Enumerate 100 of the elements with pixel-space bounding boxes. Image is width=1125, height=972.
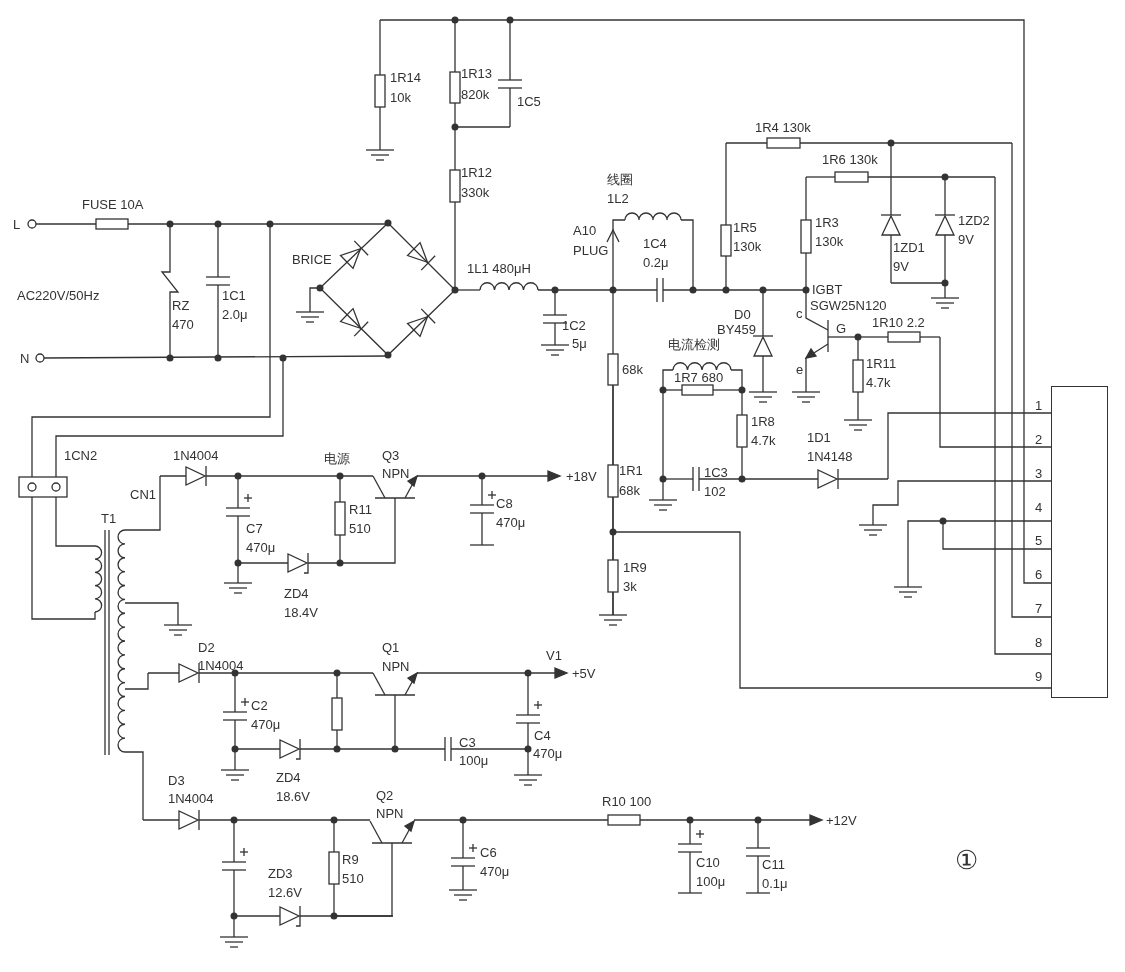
component-label: C10: [696, 855, 720, 870]
component-label: FUSE 10A: [82, 197, 144, 212]
component-label: 1R6 130k: [822, 152, 878, 167]
component-label: 820k: [461, 87, 490, 102]
component-label: 18.6V: [276, 789, 310, 804]
component-label: Q1: [382, 640, 400, 655]
voltage-label: +12V: [826, 813, 857, 828]
component-label: 1C3: [704, 465, 728, 480]
component-label: 1C2: [562, 318, 586, 333]
component-label: 4.7k: [866, 375, 891, 390]
component-label: R9: [342, 852, 359, 867]
component-label: 100μ: [459, 753, 489, 768]
component-label: R11: [349, 502, 372, 517]
figure-number: ①: [955, 846, 978, 874]
component-label: 1R4 130k: [755, 120, 811, 135]
terminal-label: N: [20, 351, 30, 366]
component-label: 1D1: [807, 430, 831, 445]
component-label: Q2: [376, 788, 394, 803]
component-label: 1R13: [461, 66, 493, 81]
component-label: 1R7 680: [674, 370, 724, 385]
component-label: 9V: [893, 259, 909, 274]
component-label: 1R5: [733, 220, 757, 235]
component-label: 1C1: [222, 288, 246, 303]
pin-number: 3: [1035, 466, 1043, 481]
pin-number: 4: [1035, 500, 1043, 515]
component-label: 102: [704, 484, 726, 499]
component-label: 1CN2: [64, 448, 98, 463]
component-label: 470μ: [246, 540, 276, 555]
component-label: 1N4004: [198, 658, 244, 673]
component-label: 510: [349, 521, 371, 536]
annotation: 电源: [324, 451, 350, 466]
component-label: 1R12: [461, 165, 493, 180]
component-label: 9V: [958, 232, 974, 247]
component-label: 1N4004: [173, 448, 219, 463]
component-label: 1R14: [390, 70, 422, 85]
component-label: ZD4: [276, 770, 301, 785]
component-label: c: [796, 306, 803, 321]
component-label: 1R9: [623, 560, 647, 575]
component-label: 1C4: [643, 236, 667, 251]
component-label: 12.6V: [268, 885, 302, 900]
component-label: 100μ: [696, 874, 726, 889]
component-label: C4: [534, 728, 551, 743]
component-label: 1R1: [619, 463, 643, 478]
component-label: 1N4004: [168, 791, 214, 806]
component-label: Q3: [382, 448, 400, 463]
component-label: 130k: [815, 234, 844, 249]
pin-number: 6: [1035, 567, 1043, 582]
component-label: 130k: [733, 239, 762, 254]
component-label: D3: [168, 773, 185, 788]
pin-number: 8: [1035, 635, 1043, 650]
component-label: 1R10 2.2: [872, 315, 925, 330]
component-label: 1N4148: [807, 449, 853, 464]
annotation: 电流检测: [668, 337, 720, 352]
component-label: 470μ: [251, 717, 281, 732]
component-label: 10k: [390, 90, 411, 105]
component-label: BRICE: [292, 252, 332, 267]
component-label: 330k: [461, 185, 490, 200]
component-label: 1R8: [751, 414, 775, 429]
component-label: SGW25N120: [810, 298, 887, 313]
component-label: ZD4: [284, 586, 309, 601]
pin-number: 2: [1035, 432, 1043, 447]
component-label: PLUG: [573, 243, 609, 258]
pin-number: 9: [1035, 669, 1043, 684]
annotation: AC220V/50Hz: [17, 288, 100, 303]
component-label: RZ: [172, 298, 190, 313]
terminal-label: L: [13, 217, 21, 232]
component-label: 2.0μ: [222, 307, 248, 322]
component-label: 18.4V: [284, 605, 318, 620]
component-label: 1ZD2: [958, 213, 990, 228]
component-label: 510: [342, 871, 364, 886]
component-label: T1: [101, 511, 117, 526]
component-label: 470μ: [533, 746, 563, 761]
voltage-label: V1: [546, 648, 562, 663]
component-label: C8: [496, 496, 513, 511]
component-label: C7: [246, 521, 263, 536]
component-label: 68k: [619, 483, 640, 498]
voltage-label: +18V: [566, 469, 597, 484]
pin-number: 7: [1035, 601, 1043, 616]
component-label: C6: [480, 845, 497, 860]
component-label: 1R3: [815, 215, 839, 230]
component-label: BY459: [717, 322, 757, 337]
pin-number: 5: [1035, 533, 1043, 548]
component-label: NPN: [376, 806, 404, 821]
voltage-label: +5V: [572, 666, 596, 681]
component-label: NPN: [382, 659, 410, 674]
component-label: NPN: [382, 466, 410, 481]
component-label: 3k: [623, 579, 637, 594]
component-label: CN1: [130, 487, 156, 502]
component-label: 470μ: [496, 515, 526, 530]
component-label: D2: [198, 640, 215, 655]
component-label: 0.2μ: [643, 255, 669, 270]
component-label: 1ZD1: [893, 240, 925, 255]
component-label: IGBT: [812, 282, 843, 297]
component-label: 0.1μ: [762, 876, 788, 891]
component-label: 470μ: [480, 864, 510, 879]
component-label: 4.7k: [751, 433, 776, 448]
component-label: 1L2: [607, 191, 629, 206]
pin-number: 1: [1035, 398, 1043, 413]
component-label: e: [796, 362, 804, 377]
component-label: 1R11: [866, 356, 897, 371]
